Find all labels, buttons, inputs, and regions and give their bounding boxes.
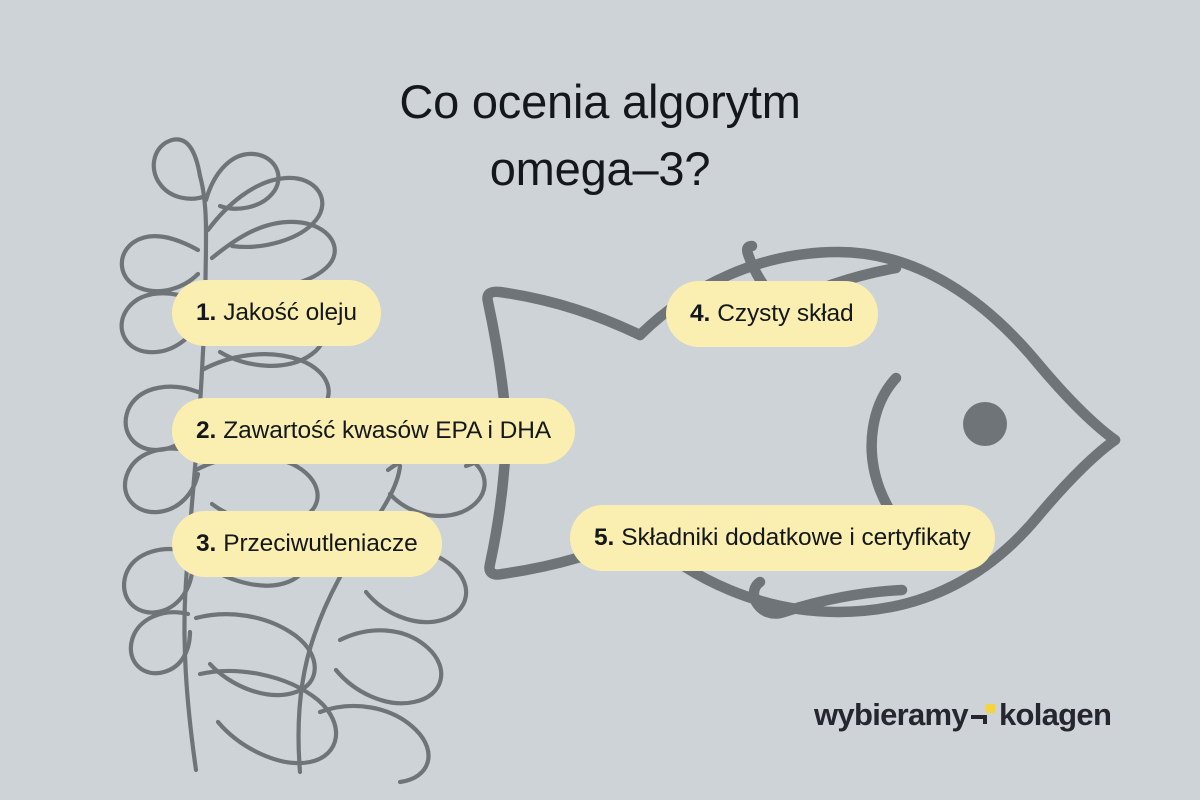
criterion-label: Jakość oleju [223, 299, 357, 326]
criterion-pill-3[interactable]: 3. Przeciwutleniacze [172, 511, 442, 577]
criterion-label: Czysty skład [717, 300, 854, 327]
criterion-label: Zawartość kwasów EPA i DHA [223, 417, 552, 444]
criterion-number: 5. [594, 524, 615, 551]
criterion-number: 4. [690, 300, 711, 327]
page-title: Co ocenia algorytm omega–3? [399, 75, 801, 196]
criterion-label: Przeciwutleniacze [223, 530, 418, 557]
criterion-pill-4[interactable]: 4. Czysty skład [666, 281, 878, 347]
criterion-number: 1. [196, 299, 217, 326]
fish-ventral-fin [748, 576, 908, 619]
fish-eye [963, 402, 1007, 446]
criterion-label: Składniki dodatkowe i certyfikaty [621, 524, 971, 551]
criterion-pill-5[interactable]: 5. Składniki dodatkowe i certyfikaty [570, 505, 995, 571]
criterion-number: 2. [196, 417, 217, 444]
logo-word-wybieramy: wybieramy [814, 697, 969, 732]
brand-logo[interactable]: wybieramy kolagen [814, 697, 1112, 733]
criterion-number: 3. [196, 530, 217, 557]
logo-word-kolagen: kolagen [998, 697, 1112, 732]
criterion-pill-1[interactable]: 1. Jakość oleju [172, 280, 381, 346]
logo-corner-dot-icon [970, 700, 997, 730]
criterion-pill-2[interactable]: 2. Zawartość kwasów EPA i DHA [172, 398, 576, 464]
